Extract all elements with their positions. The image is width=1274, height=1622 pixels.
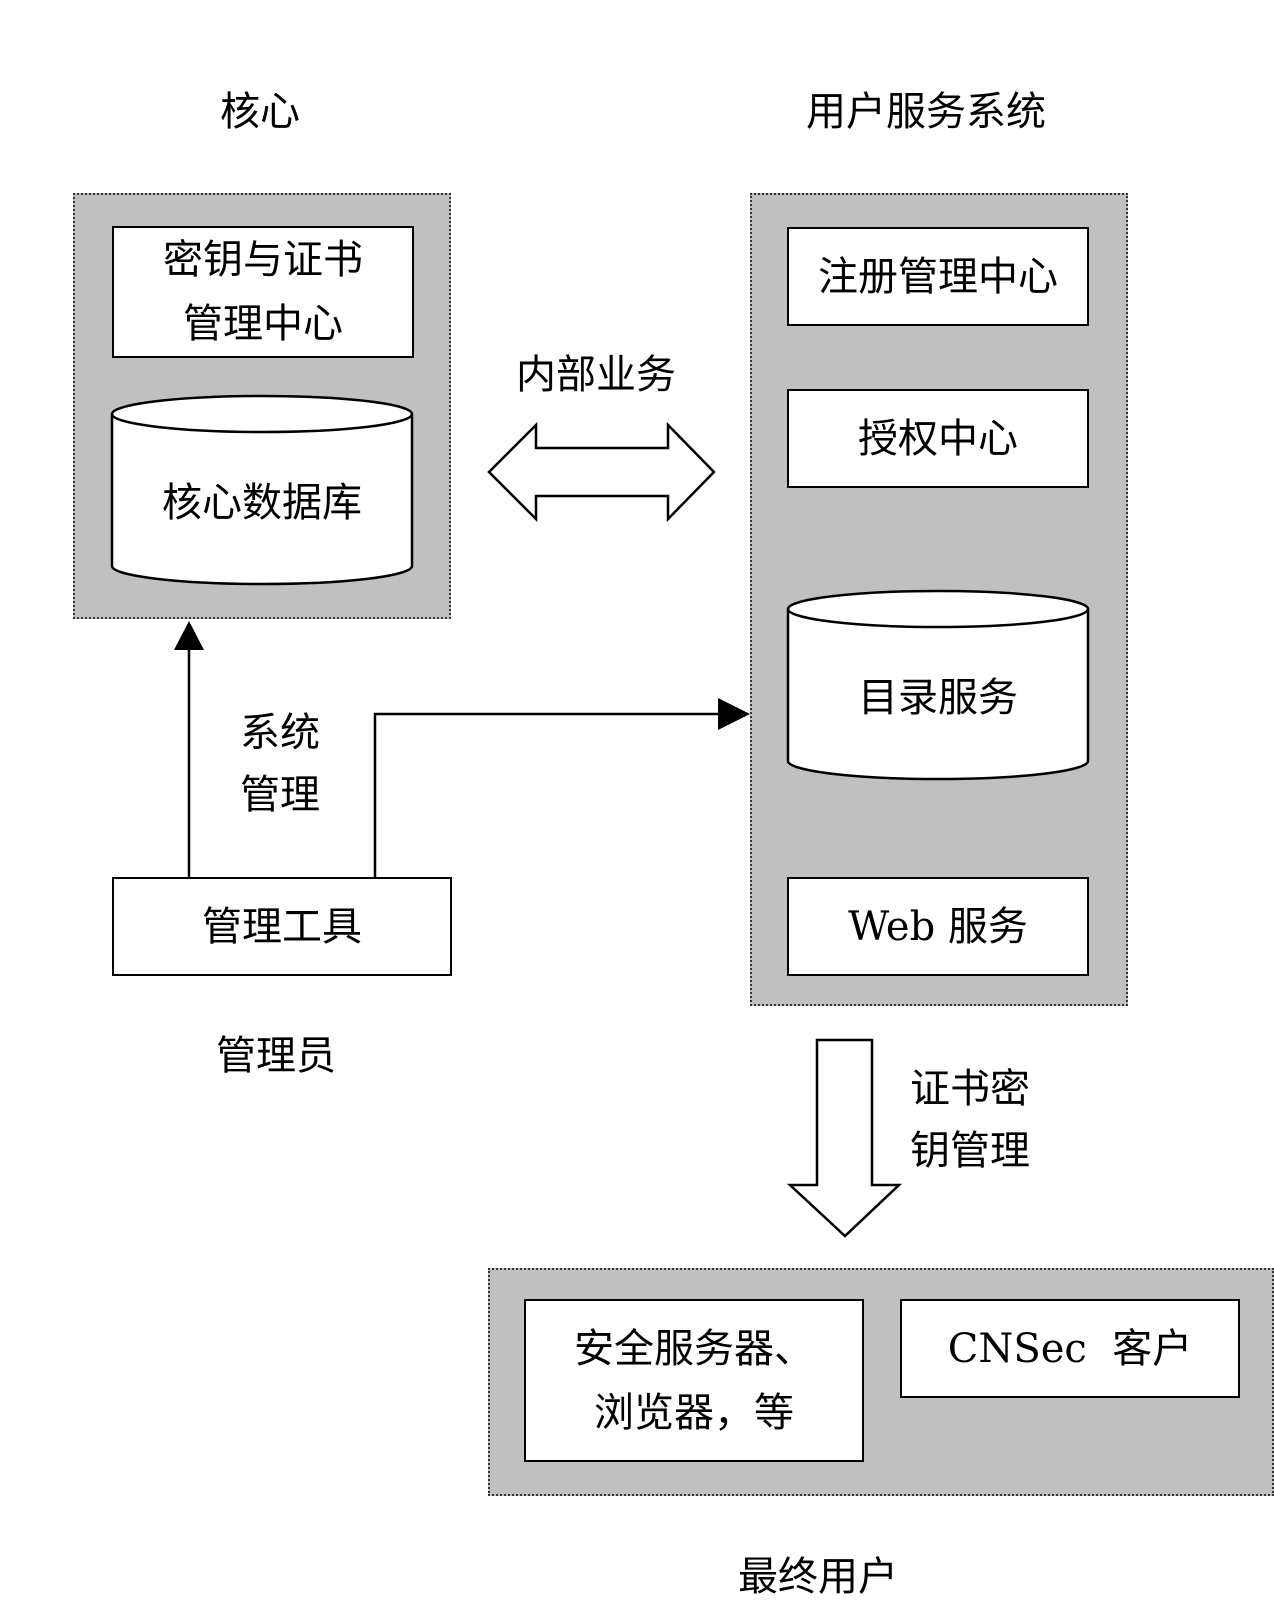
directory-db-cylinder bbox=[786, 589, 1090, 781]
cert-key-down-arrow bbox=[786, 1038, 903, 1238]
core-db-cylinder bbox=[110, 394, 414, 586]
registration-center-box: 注册管理中心 bbox=[787, 227, 1089, 326]
key-cert-center-line2: 管理中心 bbox=[183, 301, 343, 347]
arrow-tool-to-service-head bbox=[718, 698, 750, 730]
internal-business-double-arrow bbox=[487, 421, 716, 523]
arrow-tool-to-service-line bbox=[373, 712, 718, 877]
key-cert-center-line1: 密钥与证书 bbox=[163, 237, 363, 283]
administrator-label: 管理员 bbox=[216, 1033, 336, 1079]
system-management-line1: 系统 bbox=[240, 710, 320, 756]
key-cert-center-box: 密钥与证书 管理中心 bbox=[112, 226, 414, 358]
core-db-label: 核心数据库 bbox=[162, 480, 362, 526]
arrow-tool-to-core-head bbox=[174, 621, 204, 650]
user-service-title: 用户服务系统 bbox=[806, 89, 1046, 135]
core-title: 核心 bbox=[220, 89, 300, 135]
management-tool-box: 管理工具 bbox=[112, 877, 452, 976]
security-servers-line1: 安全服务器、 bbox=[574, 1325, 814, 1372]
cert-key-management-line1: 证书密 bbox=[910, 1066, 1030, 1112]
end-user-title: 最终用户 bbox=[738, 1554, 898, 1600]
internal-business-label: 内部业务 bbox=[516, 352, 676, 398]
authorization-center-box: 授权中心 bbox=[787, 389, 1089, 488]
security-servers-box: 安全服务器、 浏览器，等 bbox=[524, 1299, 864, 1462]
directory-service-label: 目录服务 bbox=[858, 675, 1018, 721]
security-servers-line2: 浏览器，等 bbox=[594, 1389, 794, 1436]
cert-key-management-line2: 钥管理 bbox=[910, 1128, 1030, 1174]
system-management-line2: 管理 bbox=[240, 772, 320, 818]
cnsec-client-box: CNSec 客户 bbox=[900, 1299, 1240, 1398]
web-service-box: Web 服务 bbox=[787, 877, 1089, 976]
